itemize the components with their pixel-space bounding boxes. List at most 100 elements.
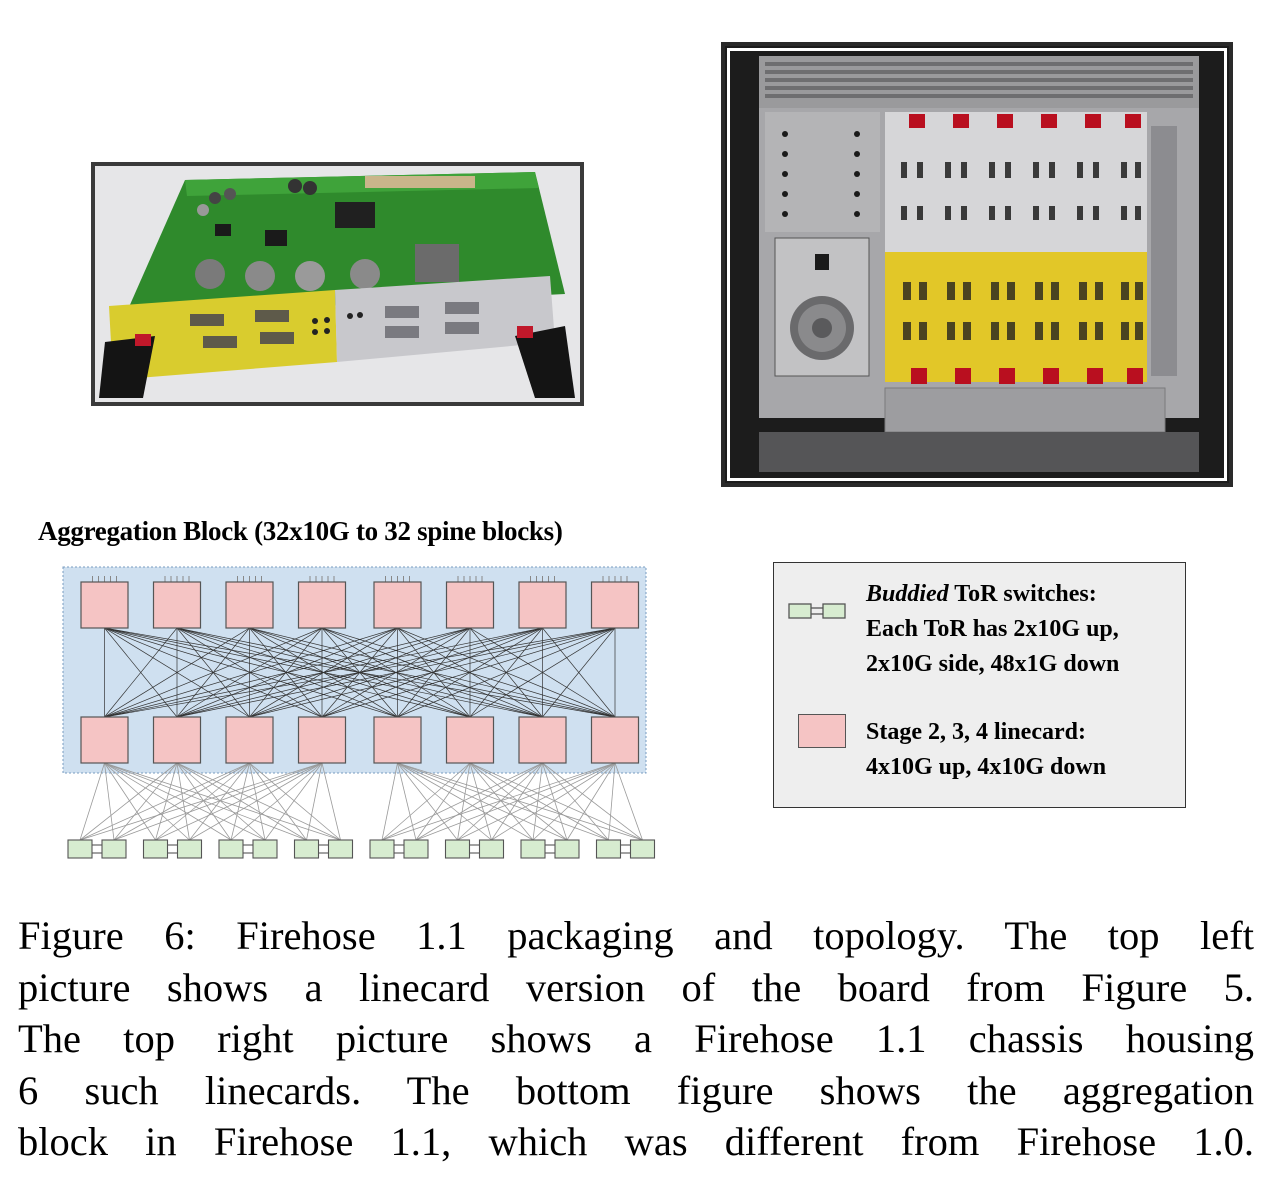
top-stage-linecard <box>152 581 202 629</box>
stage-link <box>104 627 616 718</box>
legend-linecard-description: Stage 2, 3, 4 linecard: 4x10G up, 4x10G … <box>866 715 1106 785</box>
stage-link <box>104 627 323 718</box>
stage-link <box>104 627 398 718</box>
tor-switch-buddy <box>252 839 278 859</box>
stage-link <box>321 627 616 718</box>
tor-link <box>397 762 643 841</box>
tor-switch-buddy <box>554 839 580 859</box>
tor-switch <box>67 839 93 859</box>
stage-link <box>397 627 616 718</box>
tor-link <box>381 762 616 841</box>
tor-link <box>104 762 190 841</box>
tor-link <box>397 762 492 841</box>
tor-link <box>397 762 417 841</box>
top-stage-linecard <box>518 581 567 629</box>
top-stage-linecard <box>373 581 422 629</box>
stage-link <box>469 627 616 718</box>
tor-switch <box>142 839 169 859</box>
linecard-illustration <box>95 166 580 402</box>
legend-linecard-line2: 4x10G up, 4x10G down <box>866 754 1107 780</box>
linecard-photo <box>91 162 584 406</box>
tor-link <box>113 762 323 841</box>
stage-link <box>397 627 543 718</box>
tor-link <box>469 762 609 841</box>
stage-link <box>249 627 323 718</box>
chassis-photo <box>721 42 1233 487</box>
tor-link <box>397 762 609 841</box>
tor-link <box>397 762 458 841</box>
tor-switch-buddy <box>478 839 505 859</box>
caption-line-2: picture shows a linecard version of the … <box>18 964 1254 1010</box>
tor-link <box>381 762 398 841</box>
tor-link <box>104 762 266 841</box>
legend-tor-line2: Each ToR has 2x10G up, <box>866 616 1119 642</box>
legend: Buddied ToR switches: Each ToR has 2x10G… <box>773 562 1186 808</box>
tor-link <box>155 762 250 841</box>
stage-link <box>104 627 471 718</box>
tor-link <box>491 762 543 841</box>
tor-link <box>542 762 609 841</box>
stage-link <box>249 627 616 718</box>
tor-link <box>566 762 616 841</box>
legend-linecard-icon <box>798 714 846 748</box>
tor-link <box>176 762 307 841</box>
tor-link <box>264 762 323 841</box>
tor-link <box>397 762 534 841</box>
chassis-illustration <box>725 46 1229 483</box>
stage-link <box>176 627 323 718</box>
tor-link <box>469 762 534 841</box>
tor-link <box>469 762 492 841</box>
tor-link <box>306 762 323 841</box>
stage-link <box>542 627 616 718</box>
bottom-stage-linecard <box>152 716 202 764</box>
tor-link <box>230 762 323 841</box>
tor-link <box>104 762 232 841</box>
tor-link <box>104 762 156 841</box>
tor-link <box>230 762 250 841</box>
stage-link <box>104 627 543 718</box>
tor-link <box>469 762 643 841</box>
caption-line-3: The top right picture shows a Firehose 1… <box>18 1016 1254 1061</box>
top-stage-linecard <box>80 581 129 629</box>
tor-link <box>79 762 178 841</box>
tor-link <box>104 762 115 841</box>
top-stage-linecard <box>297 581 347 629</box>
tor-switch <box>595 839 622 859</box>
legend-tor-italic-label: Buddied <box>866 581 949 607</box>
top-stage-linecard <box>445 581 495 629</box>
tor-link <box>104 762 307 841</box>
tor-link <box>113 762 250 841</box>
tor-link <box>491 762 616 841</box>
aggregation-block-diagram <box>62 566 656 859</box>
tor-switch-buddy <box>176 839 203 859</box>
tor-link <box>79 762 105 841</box>
tor-link <box>415 762 471 841</box>
tor-link <box>457 762 616 841</box>
tor-switch <box>293 839 320 859</box>
tor-link <box>542 762 643 841</box>
tor-link <box>381 762 543 841</box>
tor-switch <box>369 839 395 859</box>
bottom-stage-linecard <box>373 716 422 764</box>
tor-link <box>532 762 543 841</box>
legend-tor-description: Buddied ToR switches: Each ToR has 2x10G… <box>866 577 1119 682</box>
tor-link <box>457 762 543 841</box>
top-stage-linecard <box>225 581 274 629</box>
tor-link <box>176 762 341 841</box>
caption-line-1: Figure 6: Firehose 1.1 packaging and top… <box>18 913 1254 958</box>
tor-link <box>189 762 250 841</box>
bottom-stage-linecard <box>225 716 274 764</box>
tor-link <box>79 762 323 841</box>
bottom-stage-linecard <box>445 716 495 764</box>
stage-link <box>104 627 250 718</box>
tor-link <box>176 762 190 841</box>
tor-link <box>176 762 266 841</box>
tor-link <box>79 762 250 841</box>
tor-switch-buddy <box>403 839 429 859</box>
tor-link <box>381 762 471 841</box>
tor-link <box>321 762 341 841</box>
bottom-stage-linecard <box>80 716 129 764</box>
tor-switch <box>520 839 546 859</box>
tor-link <box>104 762 341 841</box>
tor-link <box>113 762 178 841</box>
